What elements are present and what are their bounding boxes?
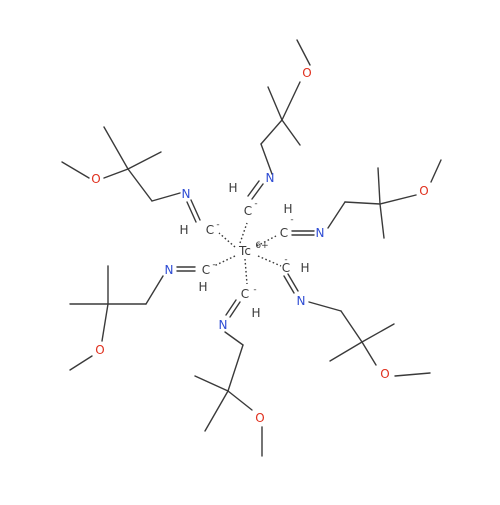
skeletal-bonds — [61, 39, 442, 457]
metal-charge: 6+ — [255, 241, 268, 251]
nitrogen-label: N — [182, 187, 191, 201]
coordination-bond — [257, 255, 282, 267]
coordination-bond — [244, 258, 248, 285]
carbanion-carbon: C — [282, 261, 290, 275]
hydrogen-label: H — [198, 280, 207, 294]
hydrogen-label: H — [283, 202, 292, 216]
hydrogen-label: H — [300, 261, 309, 275]
ligand-upper-left-bonds — [61, 126, 201, 223]
oxygen-label: O — [419, 184, 428, 198]
carbanion-carbon: C — [202, 263, 210, 277]
nitrogen-label: N — [219, 318, 228, 332]
atom-labels: Tc 6+ C - H N O C - H N O C - H N O C - … — [91, 66, 428, 425]
carbanion-charge: - — [284, 255, 287, 265]
hydrogen-label: H — [228, 181, 237, 195]
ligand-lower-right-bonds — [283, 273, 431, 377]
ligand-lower-left-bonds — [69, 265, 196, 371]
oxygen-label: O — [95, 343, 104, 357]
ligand-bottom-bonds — [194, 299, 263, 457]
carbanion-carbon: C — [280, 226, 288, 240]
ligand-top-bonds — [247, 39, 311, 200]
nitrogen-label: N — [316, 226, 325, 240]
nitrogen-label: N — [297, 294, 306, 308]
nitrogen-label: N — [266, 171, 275, 185]
carbanion-carbon: C — [244, 204, 252, 218]
carbanion-carbon: C — [206, 223, 214, 237]
oxygen-label: O — [91, 172, 100, 186]
oxygen-label: O — [302, 66, 311, 80]
hydrogen-label: H — [179, 223, 188, 237]
hydrogen-label: H — [251, 306, 260, 320]
carbanion-carbon: C — [241, 287, 249, 301]
nitrogen-label: N — [165, 263, 174, 277]
oxygen-label: O — [255, 411, 264, 425]
metal-symbol: Tc — [238, 244, 251, 258]
ligand-upper-right-bonds — [291, 159, 442, 239]
carbanion-charge: - — [290, 215, 293, 225]
oxygen-label: O — [380, 367, 389, 381]
coordination-bond — [239, 222, 248, 244]
carbanion-charge: - — [253, 285, 256, 295]
carbanion-charge: - — [216, 220, 219, 230]
coordination-bonds — [213, 222, 282, 285]
carbanion-charge: - — [212, 260, 215, 270]
coordination-bond — [213, 255, 236, 267]
coordination-bond — [218, 232, 236, 248]
carbanion-charge: - — [254, 199, 257, 209]
